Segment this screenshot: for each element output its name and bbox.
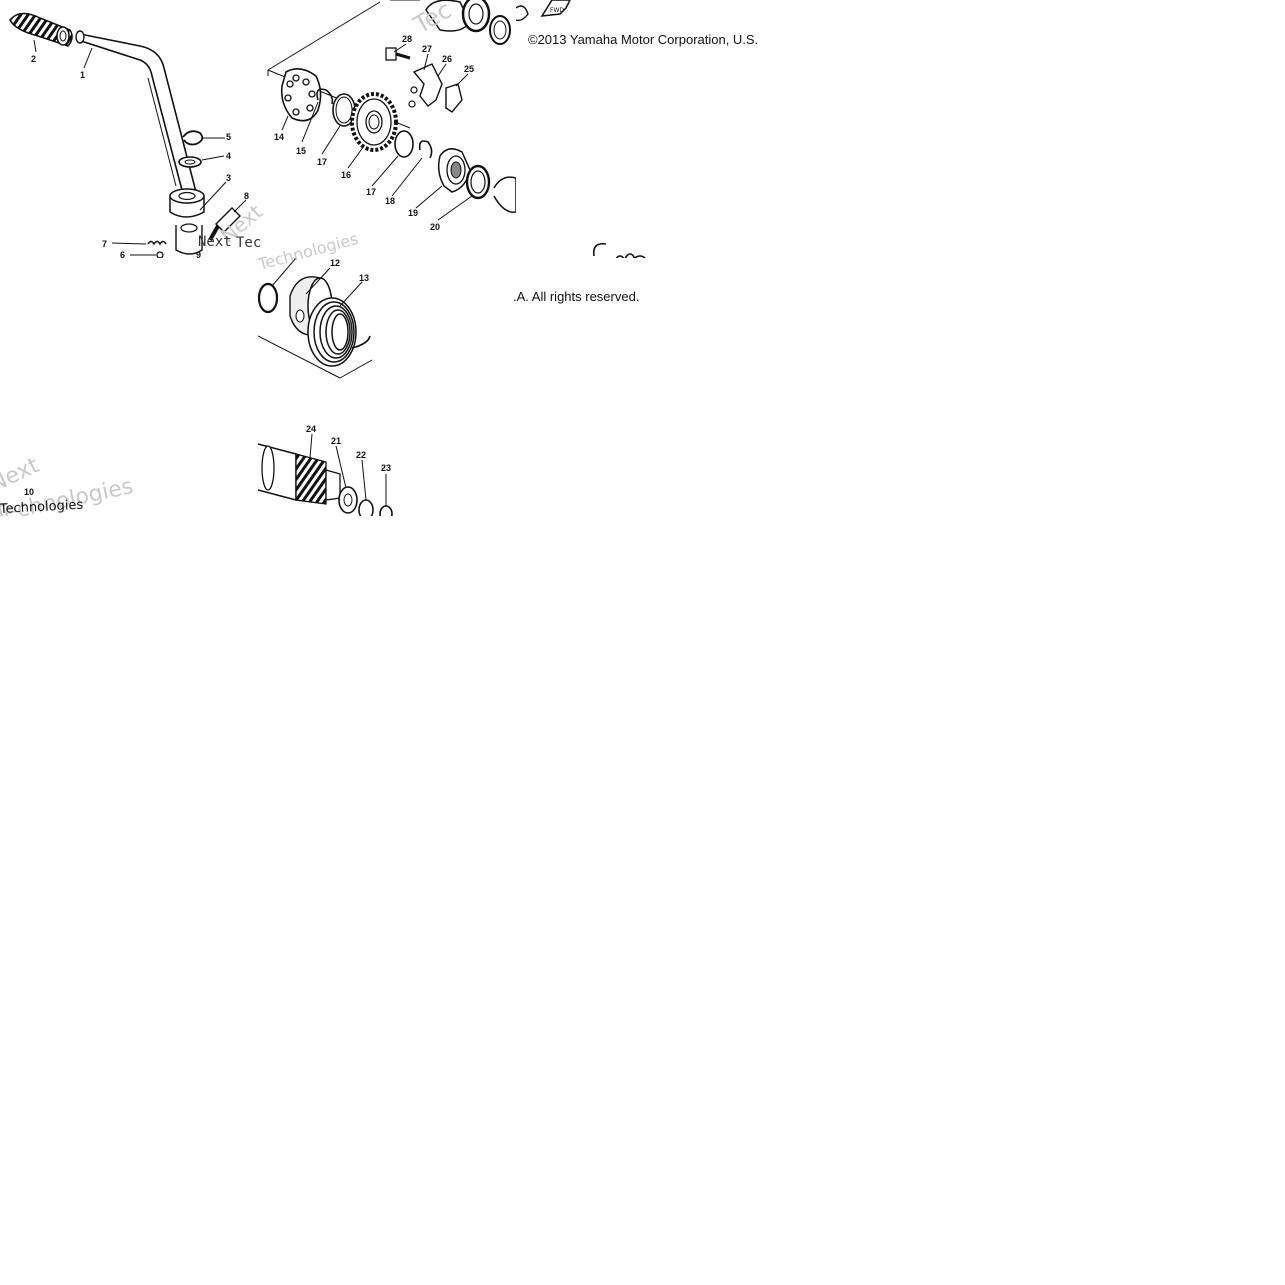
callout-label: 8: [244, 191, 249, 201]
circlip-23: [379, 505, 393, 516]
kick-lever-group: [9, 12, 247, 258]
watermark-group-bottom: Next Technologies Technologies: [0, 453, 135, 517]
bolt-28: [385, 47, 411, 61]
kick-gear-group: [267, 0, 516, 221]
callout-label: 7: [102, 239, 107, 249]
kick-shaft-24: [258, 443, 341, 505]
callout-label: 4: [226, 151, 231, 161]
callout-label: 17: [366, 187, 376, 197]
kick-boss: [169, 188, 205, 255]
kick-spring-group: [258, 258, 393, 516]
washer-17b: [394, 130, 414, 158]
callout-label: 1: [80, 70, 85, 80]
stopper-25: [445, 83, 463, 113]
fwd-label: FWD: [550, 7, 564, 14]
callout-label: 15: [296, 146, 306, 156]
callout-label: 6: [120, 250, 125, 260]
watermark-text: Tec: [236, 235, 261, 251]
callout-label: 20: [430, 222, 440, 232]
washer-22: [358, 499, 374, 516]
washer-4: [178, 156, 202, 168]
fwd-group: FWD: [516, 0, 647, 258]
clip-27: [412, 63, 443, 107]
callout-label: 9: [196, 250, 201, 260]
watermark-text: Technologies: [0, 498, 84, 517]
callout-label: 5: [226, 132, 231, 142]
kick-lever-arm: [75, 30, 198, 193]
washer-fragments: [592, 242, 647, 258]
callout-label: 24: [306, 424, 316, 434]
ratchet-spring-20: [465, 164, 491, 200]
callout-label: 16: [341, 170, 351, 180]
kick-spring-13: [307, 297, 371, 367]
watermark-text: Next: [198, 234, 232, 250]
callout-label: 28: [402, 34, 412, 44]
watermark-text: Next: [0, 453, 43, 497]
callout-label: 13: [359, 273, 369, 283]
callout-label: 19: [408, 208, 418, 218]
fwd-arrow-icon: FWD: [540, 0, 571, 17]
circlip-5: [182, 130, 204, 146]
callout-label: 2: [31, 54, 36, 64]
circlip-15: [316, 88, 334, 105]
ratchet-19: [437, 148, 471, 193]
copyright-line-2: .A. All rights reserved.: [513, 289, 640, 304]
callout-label: 21: [331, 436, 341, 446]
washer-21: [338, 486, 358, 514]
ratchet-plate-14: [280, 68, 322, 122]
callout-label: 12: [330, 258, 340, 268]
kick-gear-16: [350, 92, 398, 152]
ball-6: [156, 251, 164, 258]
callout-label: 14: [274, 132, 284, 142]
circlip-11: [258, 282, 279, 314]
callout-label: 18: [385, 196, 395, 206]
kick-grip: [9, 12, 73, 47]
spring-7: [147, 240, 167, 246]
hub-top: [425, 0, 511, 45]
callout-label: 27: [422, 44, 432, 54]
callout-label: 25: [464, 64, 474, 74]
circlip-18: [418, 140, 433, 159]
watermark-text: Technologies: [255, 229, 360, 274]
callout-label: 23: [381, 463, 391, 473]
callout-label: 3: [226, 173, 231, 183]
callout-label: 10: [24, 487, 34, 497]
callout-label: 26: [442, 54, 452, 64]
callout-label: 17: [317, 157, 327, 167]
callout-label: 22: [356, 450, 366, 460]
copyright-line-1: ©2013 Yamaha Motor Corporation, U.S.: [528, 32, 759, 47]
bolt-8: [208, 207, 241, 241]
